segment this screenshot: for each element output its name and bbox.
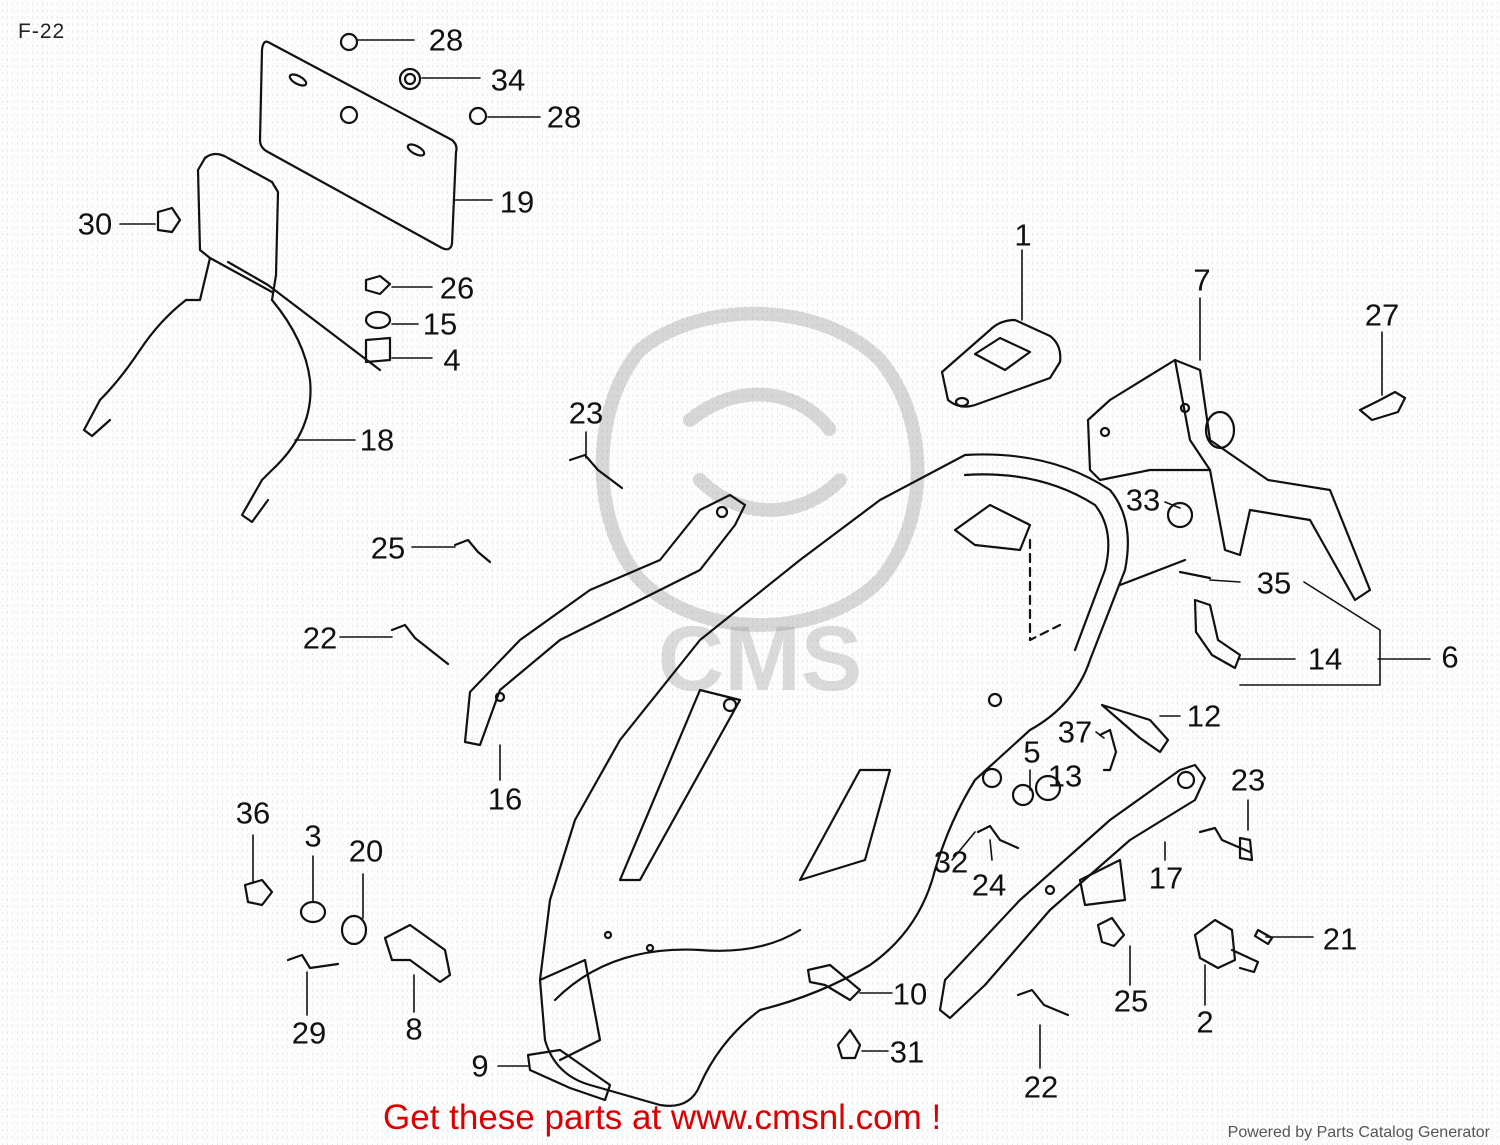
callout-18: 18: [359, 422, 395, 458]
callout-28-top: 28: [428, 22, 464, 58]
watermark-text: CMS: [658, 608, 862, 710]
callout-13: 13: [1047, 758, 1083, 794]
callout-19: 19: [499, 184, 535, 220]
callout-2: 2: [1196, 1004, 1214, 1040]
fasteners: [156, 32, 1407, 1102]
callout-24: 24: [971, 867, 1007, 903]
callout-6: 6: [1441, 639, 1459, 675]
callout-22-bottom: 22: [1023, 1069, 1059, 1105]
callout-4: 4: [443, 342, 461, 378]
callout-7: 7: [1193, 262, 1211, 298]
callout-17: 17: [1148, 860, 1184, 896]
callout-20: 20: [348, 833, 384, 869]
callout-15: 15: [422, 306, 458, 342]
callout-33: 33: [1125, 482, 1161, 518]
cover-part-1: [940, 318, 1062, 408]
callout-12: 12: [1186, 698, 1222, 734]
callout-22-left: 22: [302, 620, 338, 656]
callout-5: 5: [1023, 734, 1041, 770]
callout-30: 30: [77, 206, 113, 242]
callout-3: 3: [304, 818, 322, 854]
callout-27: 27: [1364, 297, 1400, 333]
callout-23-left: 23: [568, 395, 604, 431]
callout-1: 1: [1014, 217, 1032, 253]
callout-10: 10: [892, 976, 928, 1012]
callout-26: 26: [439, 270, 475, 306]
callout-23-right: 23: [1230, 762, 1266, 798]
callout-35: 35: [1256, 565, 1292, 601]
hose-part-14: [1193, 598, 1242, 670]
license-bracket: [82, 152, 382, 524]
leader-lines: [119, 39, 1431, 1069]
callout-32: 32: [933, 844, 969, 880]
callout-36: 36: [235, 795, 271, 831]
callout-8: 8: [405, 1011, 423, 1047]
rear-bracket-part-7: [1086, 358, 1372, 602]
callout-14: 14: [1307, 641, 1343, 677]
fender-stay-part-17: [938, 763, 1207, 1020]
figure-id: F-22: [18, 20, 66, 43]
watermark-logo: [595, 306, 925, 632]
generator-credit: Powered by Parts Catalog Generator: [1227, 1124, 1490, 1141]
callout-34: 34: [490, 62, 526, 98]
callout-9: 9: [471, 1048, 489, 1084]
callout-28-lower: 28: [546, 99, 582, 135]
license-plate: [258, 40, 458, 251]
callout-25-right: 25: [1113, 983, 1149, 1019]
promo-link[interactable]: Get these parts at www.cmsnl.com !: [383, 1098, 942, 1137]
fender-stay-part-16: [463, 493, 747, 747]
callout-29: 29: [291, 1015, 327, 1051]
callout-37: 37: [1057, 714, 1093, 750]
rear-fender: [538, 453, 1187, 1107]
callout-31: 31: [889, 1034, 925, 1070]
callout-16: 16: [487, 781, 523, 817]
callout-25-left: 25: [370, 530, 406, 566]
callout-21: 21: [1322, 921, 1358, 957]
